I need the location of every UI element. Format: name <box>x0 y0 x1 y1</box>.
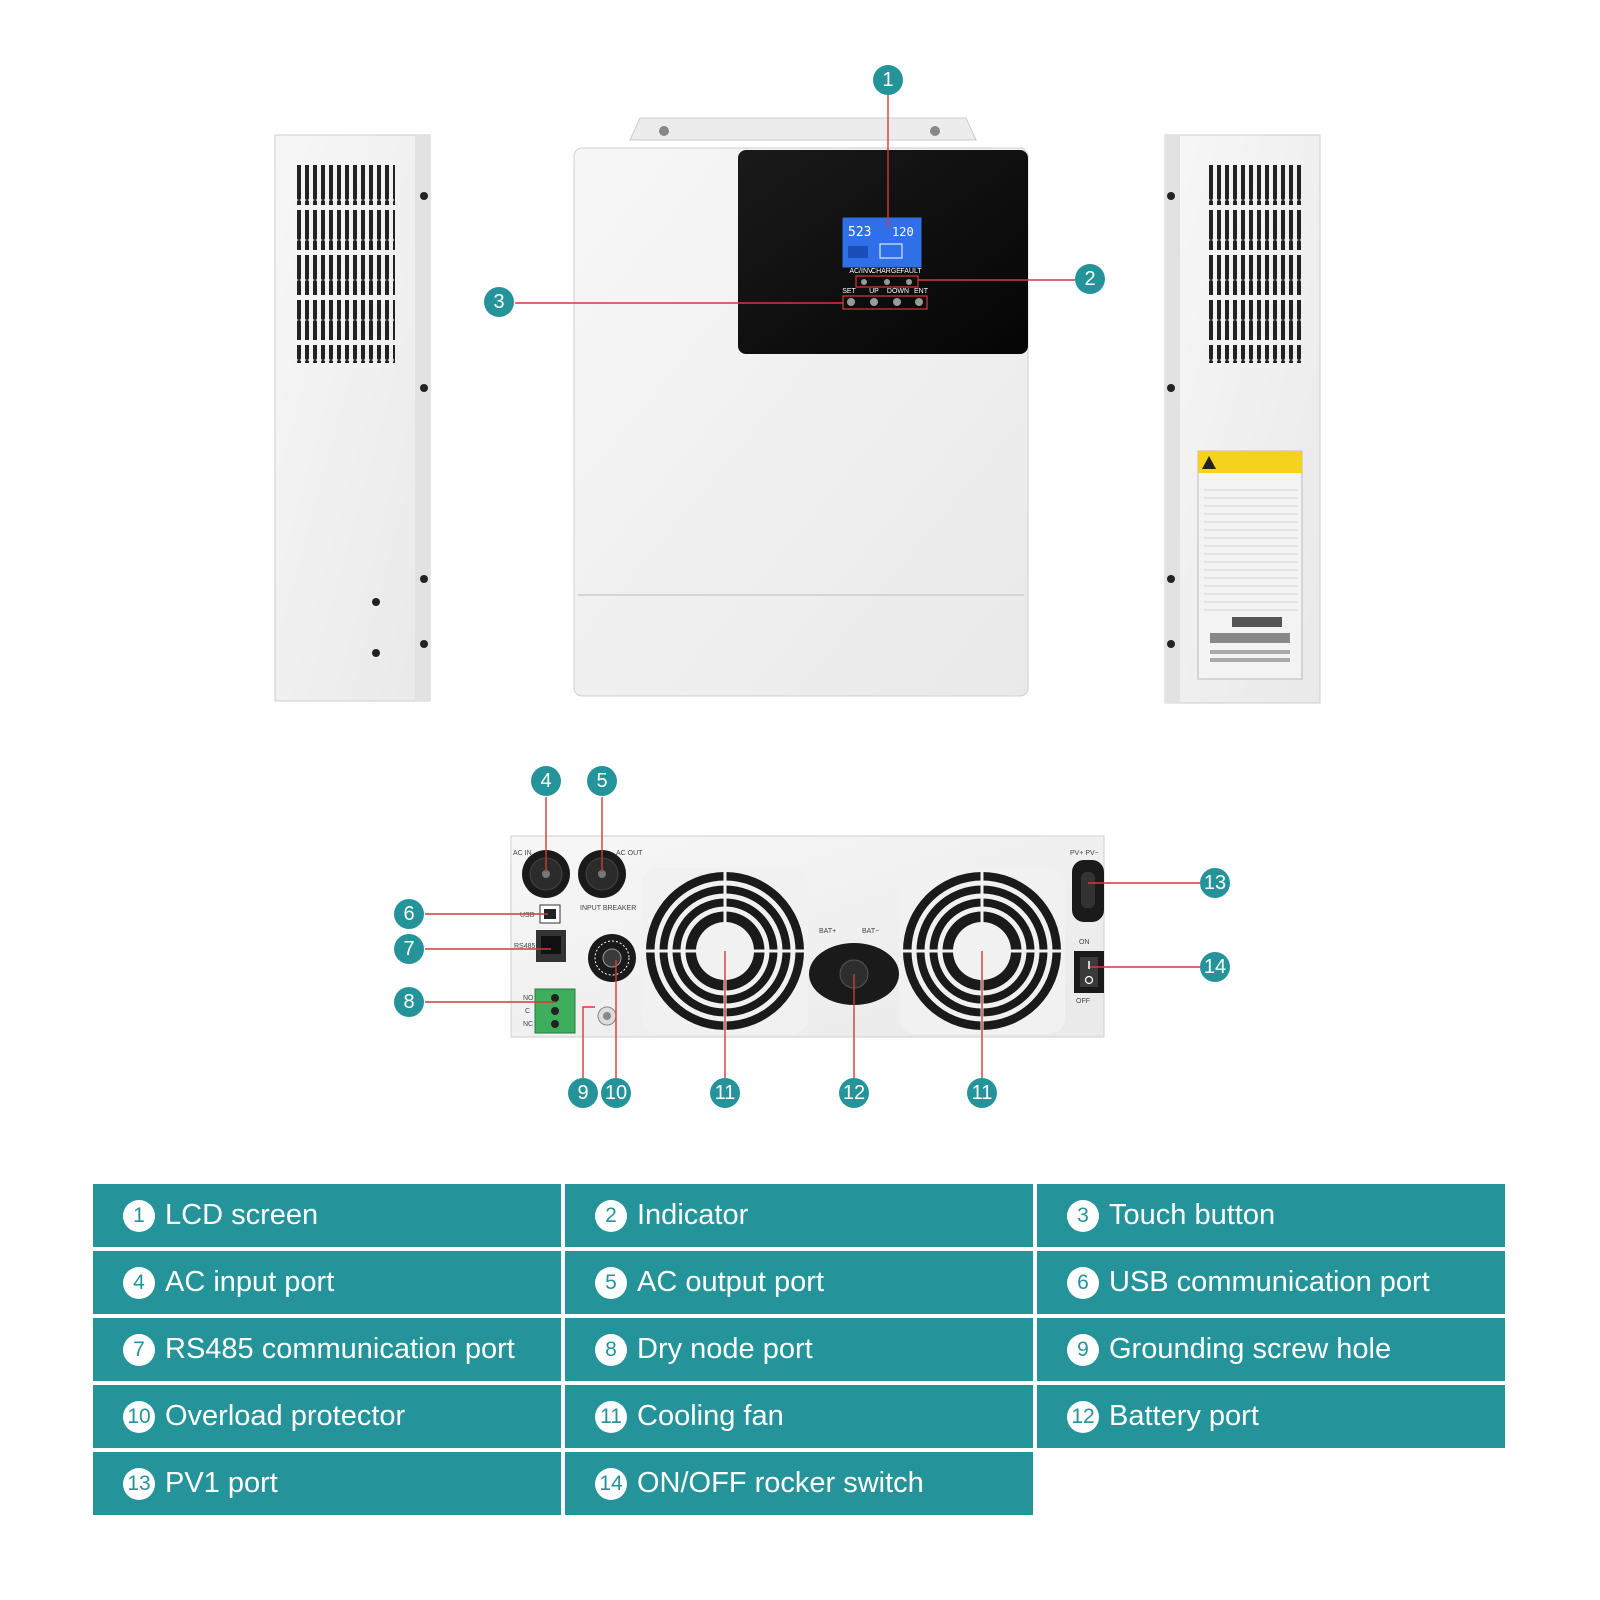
right-side-view <box>1164 134 1321 704</box>
rs485-label: RS485 CAN <box>514 943 552 950</box>
callout-6: 6 <box>394 899 424 929</box>
indicator-leds <box>855 275 919 288</box>
svg-text:2: 2 <box>1084 268 1095 290</box>
svg-text:12: 12 <box>843 1082 865 1104</box>
callout-4: 4 <box>531 766 561 796</box>
touch-button-labels: SET UP DOWN ENT <box>842 288 929 295</box>
callout-13: 13 <box>1200 868 1230 898</box>
usb-label: USB <box>520 912 535 919</box>
spec-label-sticker <box>1197 450 1303 680</box>
input-breaker-label: INPUT BREAKER <box>580 905 636 912</box>
left-vent-grille <box>295 165 395 363</box>
dry-label-no: NO <box>523 995 534 1002</box>
svg-text:6: 6 <box>403 903 414 925</box>
pv-label: PV+ PV− <box>1070 850 1099 857</box>
button-label-ent: ENT <box>914 288 929 295</box>
front-view: 523 120 AC/INV CHARGE FAULT SET UP DOWN … <box>573 117 1029 697</box>
svg-text:5: 5 <box>596 770 607 792</box>
svg-text:14: 14 <box>1204 956 1226 978</box>
indicator-label-charge: CHARGE <box>871 268 901 275</box>
legend-empty-cell <box>1037 1452 1505 1515</box>
indicator-label-acinv: AC/INV <box>849 268 873 275</box>
svg-text:8: 8 <box>403 991 414 1013</box>
svg-text:13: 13 <box>1204 872 1226 894</box>
callout-11-left: 11 <box>710 1078 740 1108</box>
right-vent-grille <box>1205 165 1305 363</box>
button-label-set: SET <box>842 288 856 295</box>
dry-label-nc: NC <box>523 1021 533 1028</box>
on-off-rocker-switch[interactable] <box>1074 951 1104 993</box>
svg-text:1: 1 <box>882 69 893 91</box>
rs485-port <box>536 930 566 962</box>
button-label-up: UP <box>869 288 879 295</box>
leader-lines <box>425 95 1200 1087</box>
pv1-port <box>1072 860 1104 922</box>
overload-protector[interactable] <box>588 934 636 982</box>
indicator-label-fault: FAULT <box>900 268 922 275</box>
ac-out-label: AC OUT <box>616 850 643 857</box>
callout-7: 7 <box>394 934 424 964</box>
callout-2: 2 <box>1075 264 1105 294</box>
ac-in-label: AC IN <box>513 850 532 857</box>
ac-output-port <box>578 850 626 898</box>
indicator-labels: AC/INV CHARGE FAULT <box>849 268 922 275</box>
dry-label-c: C <box>525 1008 530 1015</box>
button-label-down: DOWN <box>887 288 909 295</box>
callout-9: 9 <box>568 1078 598 1108</box>
rear-view: AC IN AC OUT INPUT BREAKER USB RS485 CAN <box>510 835 1105 1038</box>
callout-12: 12 <box>839 1078 869 1108</box>
svg-text:4: 4 <box>540 770 551 792</box>
callout-11-right: 11 <box>967 1078 997 1108</box>
callout-1: 1 <box>873 65 903 95</box>
bat-plus-label: BAT+ <box>819 928 836 935</box>
lcd-value-left: 523 <box>848 225 871 240</box>
dry-node-port: NO C NC <box>523 988 576 1034</box>
callout-3: 3 <box>484 287 514 317</box>
callout-8: 8 <box>394 987 424 1017</box>
svg-text:3: 3 <box>493 291 504 313</box>
svg-text:7: 7 <box>403 938 414 960</box>
switch-on-label: ON <box>1079 939 1090 946</box>
bat-minus-label: BAT− <box>862 928 879 935</box>
lcd-value-right: 120 <box>892 225 914 239</box>
ac-input-port <box>522 850 570 898</box>
callout-14: 14 <box>1200 952 1230 982</box>
svg-text:10: 10 <box>605 1082 627 1104</box>
product-diagram: 523 120 AC/INV CHARGE FAULT SET UP DOWN … <box>274 65 1321 1108</box>
lcd-screen: 523 120 <box>841 216 923 269</box>
callout-5: 5 <box>587 766 617 796</box>
grounding-screw-hole <box>597 1006 617 1026</box>
left-side-view <box>274 134 431 702</box>
callout-10: 10 <box>601 1078 631 1108</box>
svg-text:11: 11 <box>715 1082 736 1104</box>
svg-text:11: 11 <box>972 1082 993 1104</box>
switch-off-label: OFF <box>1076 998 1090 1005</box>
svg-text:9: 9 <box>577 1082 588 1104</box>
